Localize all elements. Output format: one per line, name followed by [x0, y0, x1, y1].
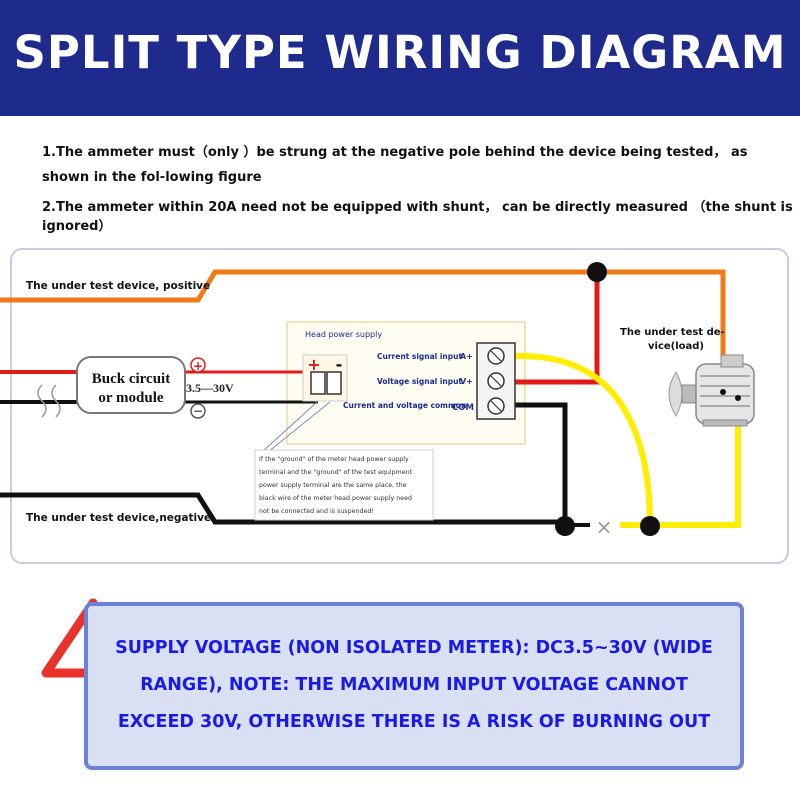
- callout-line-5: not be connected and is suspended!: [259, 508, 374, 515]
- voltage-input-pin: V+: [460, 377, 473, 386]
- junction-load: [640, 516, 660, 536]
- warning-line-2: RANGE), NOTE: THE MAXIMUM INPUT VOLTAGE …: [140, 675, 688, 695]
- head-minus-label: -: [336, 355, 343, 374]
- buck-module-box: [76, 356, 186, 414]
- callout-pointer: [267, 401, 331, 453]
- positive-wire: [0, 269, 726, 360]
- callout-pointer: [261, 401, 318, 453]
- junction-positive: [587, 262, 607, 282]
- warning-line-1: SUPPLY VOLTAGE (NON ISOLATED METER): DC3…: [115, 638, 713, 658]
- callout-line-2: terminal and the "ground" of the test eq…: [259, 469, 413, 476]
- junction-negative: [555, 516, 575, 536]
- disconnect-cross-icon: ×: [596, 515, 613, 539]
- load-label-1: The under test de-: [620, 327, 725, 338]
- callout-line-3: power supply terminal are the same place…: [259, 482, 407, 489]
- warning-line-3: EXCEED 30V, OTHERWISE THERE IS A RISK OF…: [117, 712, 711, 732]
- head-power-plus-terminal: [310, 371, 326, 395]
- motor-terminal-positive: [720, 389, 726, 395]
- screw-slot: [490, 375, 502, 387]
- screw-slot: [490, 400, 502, 412]
- buck-plus-symbol: +: [193, 359, 203, 373]
- current-input-label: Current signal input: [377, 352, 462, 361]
- head-plus-label: +: [307, 355, 320, 374]
- head-power-label: Head power supply: [305, 330, 382, 339]
- motor-terminal-negative: [735, 395, 741, 401]
- callout-box: [254, 449, 434, 521]
- buck-label-2: or module: [98, 390, 163, 406]
- voltage-range-label: 3.5—30V: [186, 381, 234, 395]
- com-wire: [510, 402, 568, 528]
- positive-label: The under test device, positive: [26, 280, 210, 292]
- common-label: Current and voltage common: [343, 401, 466, 410]
- common-pin: COM: [452, 403, 474, 413]
- wire-break-mark-2: [51, 384, 61, 418]
- note-2: 2.The ammeter within 20A need not be equ…: [42, 200, 793, 234]
- negative-label: The under test device,negative: [26, 512, 211, 524]
- head-power-minus-terminal: [326, 371, 342, 395]
- page-title: SPLIT TYPE WIRING DIAGRAM: [13, 26, 787, 79]
- buck-label-1: Buck circuit: [92, 371, 170, 387]
- motor-icon: [668, 354, 755, 427]
- callout-line-4: black wire of the meter head power suppl…: [259, 495, 412, 502]
- wire-break-mark-1: [37, 384, 47, 418]
- voltage-input-label: Voltage signal input: [377, 377, 462, 386]
- negative-wire-left: [0, 492, 572, 525]
- warning-text: SUPPLY VOLTAGE (NON ISOLATED METER): DC3…: [88, 630, 740, 741]
- screw-slot: [490, 350, 502, 362]
- title-banner: SPLIT TYPE WIRING DIAGRAM: [0, 0, 800, 116]
- load-label-2: vice(load): [648, 341, 704, 352]
- warning-box: SUPPLY VOLTAGE (NON ISOLATED METER): DC3…: [84, 602, 744, 770]
- callout-line-1: If the "ground" of the meter head power …: [259, 456, 409, 463]
- voltage-signal-wire: [510, 353, 741, 528]
- buck-minus-symbol: −: [193, 404, 203, 418]
- note-1: 1.The ammeter must（only ）be strung at th…: [42, 145, 748, 185]
- buck-plus-icon: [190, 357, 206, 373]
- buck-minus-icon: [190, 403, 206, 419]
- current-input-pin: A+: [460, 352, 473, 361]
